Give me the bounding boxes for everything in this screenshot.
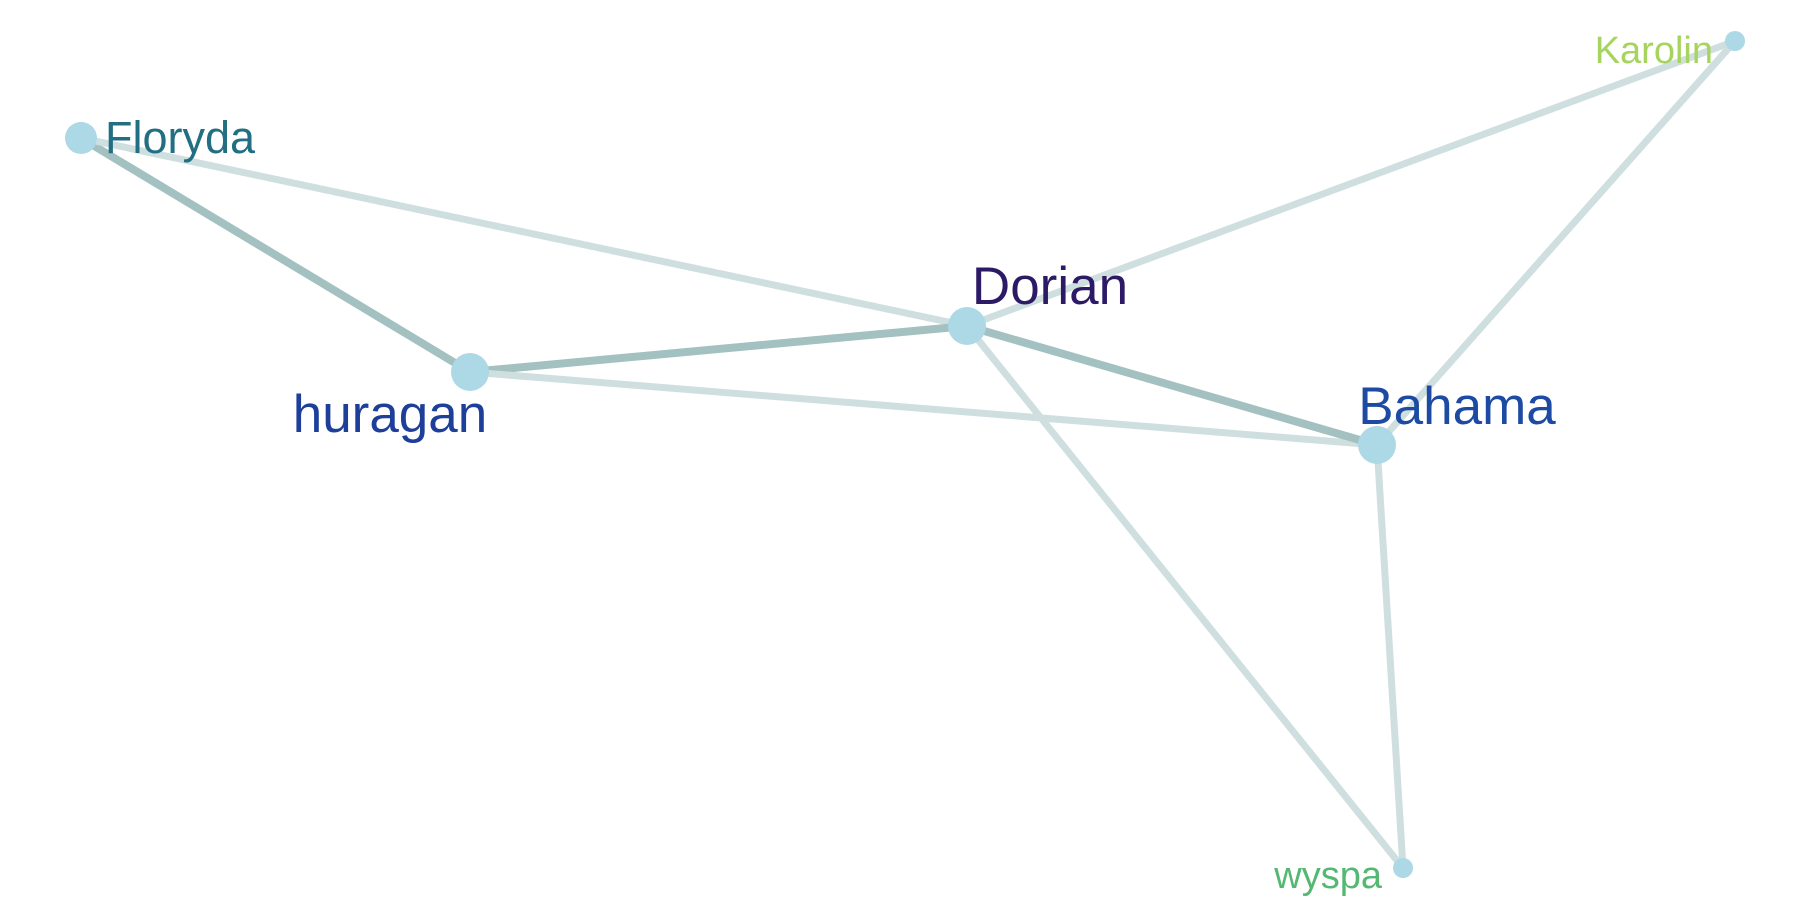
- node-bahama: [1358, 426, 1396, 464]
- edge-bahama-wyspa: [1373, 441, 1407, 872]
- node-label-huragan: huragan: [293, 385, 488, 444]
- node-huragan: [451, 353, 489, 391]
- nodes-layer: [65, 31, 1745, 878]
- node-label-wyspa: wyspa: [1273, 855, 1383, 897]
- node-floryda: [65, 122, 97, 154]
- edge-huragan-bahama: [466, 368, 1381, 449]
- node-dorian: [948, 307, 986, 345]
- node-wyspa: [1393, 858, 1413, 878]
- node-label-dorian: Dorian: [972, 257, 1128, 316]
- node-karolin: [1725, 31, 1745, 51]
- edge-dorian-bahama: [963, 322, 1381, 449]
- edges-layer: [77, 37, 1739, 872]
- node-label-floryda: Floryda: [105, 112, 256, 163]
- edge-dorian-wyspa: [963, 322, 1407, 872]
- edge-floryda-huragan: [77, 134, 474, 376]
- edge-bahama-karolin: [1373, 37, 1739, 449]
- edge-dorian-karolin: [963, 37, 1739, 330]
- node-label-karolin: Karolin: [1595, 30, 1713, 72]
- node-label-bahama: Bahama: [1358, 377, 1556, 436]
- edge-huragan-dorian: [466, 322, 971, 376]
- edge-floryda-dorian: [77, 134, 971, 330]
